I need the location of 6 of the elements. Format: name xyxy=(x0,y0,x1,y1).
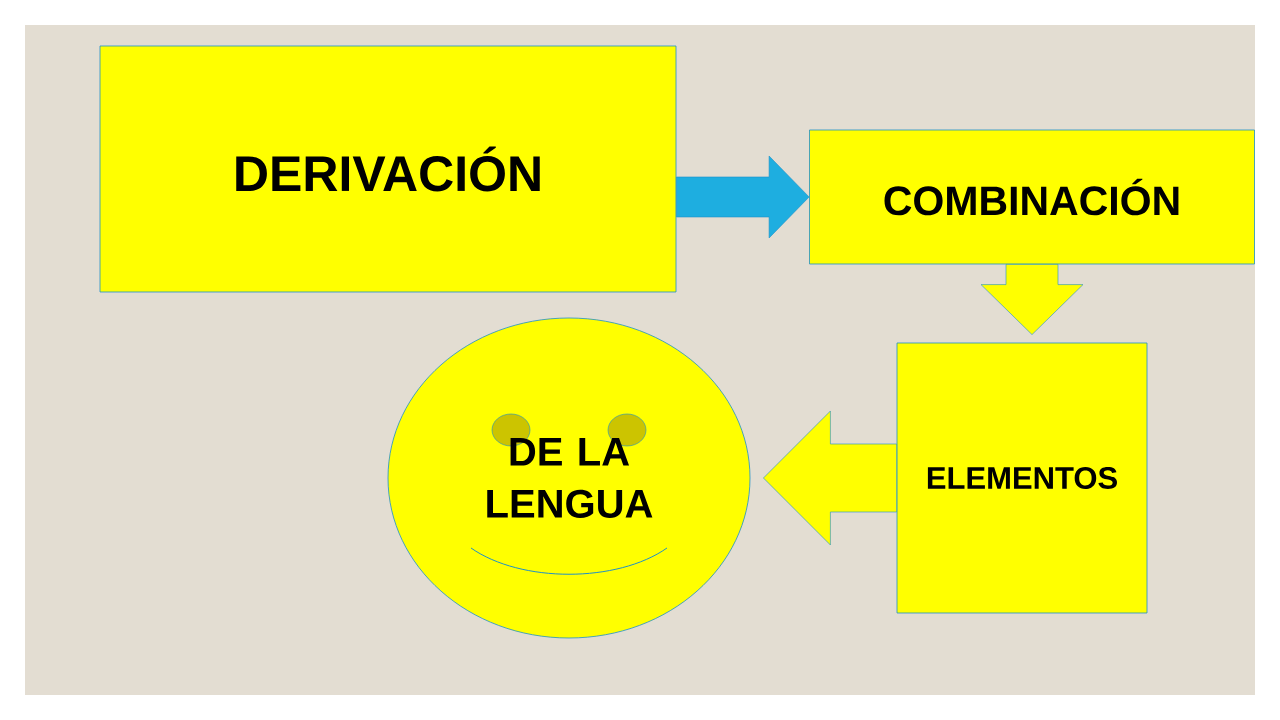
text-box: ELEMENTOS xyxy=(896,342,1148,614)
block-arrow xyxy=(763,410,897,546)
text-box: DERIVACIÓN xyxy=(99,45,677,293)
block-arrow xyxy=(980,264,1084,335)
block-arrow xyxy=(676,155,810,239)
text-box: COMBINACIÓN xyxy=(809,129,1255,265)
